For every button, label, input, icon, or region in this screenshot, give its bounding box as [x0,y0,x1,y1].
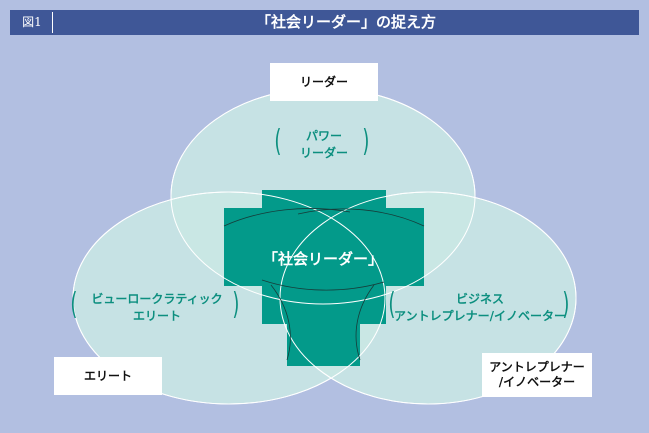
inner-text-business-entrepreneur: ビジネス アントレプレナー/イノベーター [394,291,566,325]
figure-label: 図1 [22,15,42,29]
paren-left-icon: ( [388,287,396,322]
label-box-leader: リーダー [270,63,378,101]
label-leader: リーダー [299,74,348,89]
paren-right-icon: ) [562,287,570,322]
inner-text-power-leader: パワー リーダー [284,128,364,162]
inner-entrepreneur: アントレプレナー/イノベーター [394,309,566,323]
inner-text-bureaucratic-elite: ビューロークラティック エリート [82,291,232,325]
paren-right-icon: ) [362,124,370,159]
label-elite: エリート [83,368,132,383]
figure-header: 図1 「社会リーダー」の捉え方 [10,10,639,35]
inner-bureaucratic: ビューロークラティック [91,292,223,306]
center-social-leader-label: 「社会リーダー」 [262,250,383,268]
label-box-elite: エリート [54,357,162,395]
header-divider [52,12,53,33]
label-box-entrepreneur: アントレプレナー /イノベーター [482,353,592,397]
paren-right-icon: ) [232,287,240,322]
inner-power: パワー [305,129,342,143]
figure-title: 「社会リーダー」の捉え方 [255,13,436,31]
center-cross-shape [224,190,424,366]
center-arcs [223,208,425,361]
inner-leader: リーダー [299,146,348,160]
inner-business: ビジネス [455,292,504,306]
label-entrepreneur-line2: /イノベーター [498,375,576,389]
paren-left-icon: ( [274,124,282,159]
inner-elite: エリート [132,309,181,323]
label-entrepreneur-line1: アントレプレナー [489,360,585,374]
paren-left-icon: ( [70,287,78,322]
